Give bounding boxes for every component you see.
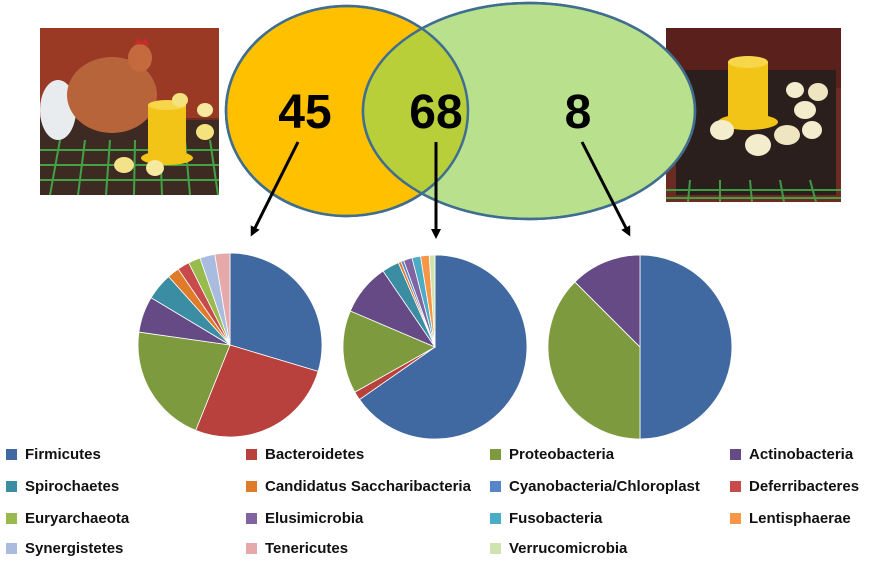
legend-swatch [6,481,17,492]
pie-slice-proteobacteria [547,281,641,440]
venn-left-count: 45 [278,86,331,139]
legend-label: Bacteroidetes [265,446,365,463]
venn-right-count: 8 [565,86,592,139]
legend-label: Candidatus Saccharibacteria [265,478,471,495]
legend-label: Tenericutes [265,540,349,557]
pie-slice-firmicutes [358,254,528,440]
legend-label: Spirochaetes [25,478,120,495]
pie-slice-verrucomicrobia [428,254,436,348]
legend-item: Lentisphaerae [730,510,851,527]
legend-swatch [6,513,17,524]
pie-chart-left [137,252,323,438]
legend-swatch [246,513,257,524]
legend-item: Synergistetes [6,540,123,557]
pie-slice-firmicutes [229,252,323,372]
legend-swatch [6,449,17,460]
legend-swatch [6,543,17,554]
legend-swatch [246,481,257,492]
venn-overlap-region [363,6,468,216]
legend-label: Firmicutes [25,446,101,463]
pie-slice-proteobacteria [137,331,231,431]
legend-swatch [246,543,257,554]
legend-item: Spirochaetes [6,478,119,495]
hen-with-chicks-photo [40,28,219,196]
legend-item: Fusobacteria [490,510,602,527]
legend-label: Deferribacteres [749,478,860,495]
legend-label: Proteobacteria [509,446,615,463]
legend-item: Verrucomicrobia [490,540,627,557]
legend-label: Cyanobacteria/Chloroplast [509,478,700,495]
legend-swatch [490,481,501,492]
legend-swatch [490,513,501,524]
legend-item: Actinobacteria [730,446,853,463]
arrow-left-to-pie [250,141,300,237]
legend-item: Proteobacteria [490,446,614,463]
legend-swatch [490,449,501,460]
legend-item: Elusimicrobia [246,510,363,527]
venn-shared-count: 68 [409,86,462,139]
legend-swatch [246,449,257,460]
legend-item: Bacteroidetes [246,446,364,463]
chicks-at-feeder-photo [666,28,841,203]
legend-swatch [730,449,741,460]
legend-item: Candidatus Saccharibacteria [246,478,471,495]
legend-item: Firmicutes [6,446,101,463]
pie-chart-shared [342,254,528,440]
legend-label: Verrucomicrobia [509,540,628,557]
legend-item: Deferribacteres [730,478,859,495]
legend-label: Elusimicrobia [265,510,364,527]
legend-label: Euryarchaeota [25,510,130,527]
legend-label: Fusobacteria [509,510,603,527]
pie-slice-firmicutes [639,254,733,440]
pie-slice-tenericutes [214,252,231,346]
pie-chart-right [547,254,733,440]
legend-label: Lentisphaerae [749,510,851,527]
legend-label: Actinobacteria [749,446,854,463]
pie-slice-actinobacteria [574,254,641,348]
legend-swatch [730,481,741,492]
legend-item: Euryarchaeota [6,510,129,527]
pie-slice-proteobacteria [342,310,436,393]
legend-swatch [490,543,501,554]
pie-slice-bacteroidetes [195,344,319,438]
legend-swatch [730,513,741,524]
legend-label: Synergistetes [25,540,124,557]
arrow-right-to-pie [580,141,631,237]
legend-item: Cyanobacteria/Chloroplast [490,478,700,495]
legend-item: Tenericutes [246,540,348,557]
